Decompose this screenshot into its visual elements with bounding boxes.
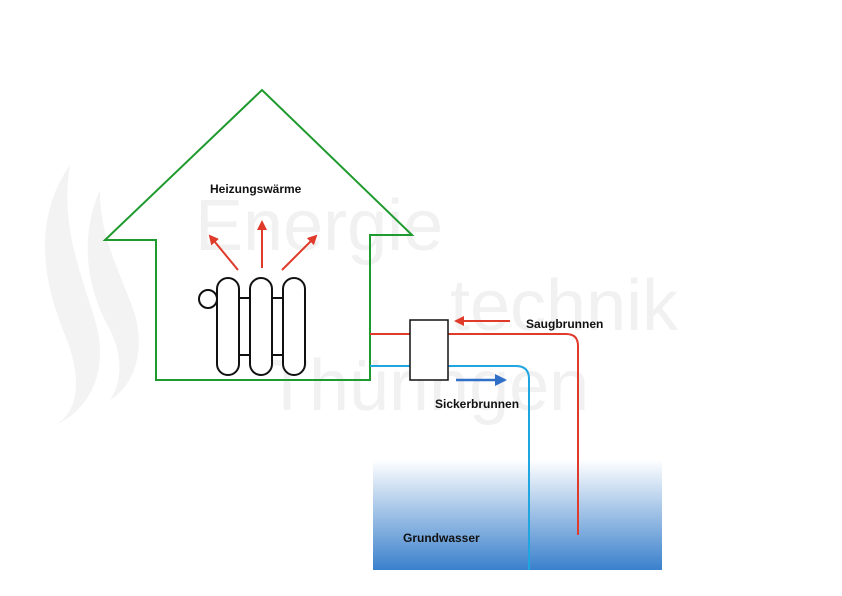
watermark-line-1: Energie <box>195 186 443 266</box>
watermark: Energie technik Thüringen <box>45 165 679 426</box>
watermark-flame-icon <box>45 165 101 425</box>
house-outline <box>102 88 415 381</box>
groundwater-area <box>373 460 662 570</box>
groundwater-label: Grundwasser <box>403 531 480 545</box>
seepage-well-label: Sickerbrunnen <box>435 397 519 411</box>
radiator-icon <box>198 277 306 376</box>
heat-arrow-icon-left <box>208 234 239 271</box>
heating-label: Heizungswärme <box>210 182 302 196</box>
warm-pipe-suction <box>370 333 579 535</box>
watermark-flame-icon-2 <box>87 190 139 400</box>
watermark-line-2: technik <box>450 266 679 346</box>
heat-pump-unit-icon <box>409 319 449 381</box>
heat-arrows <box>208 220 318 271</box>
cold-pipe-seepage <box>370 365 530 570</box>
suction-well-label: Saugbrunnen <box>526 317 603 331</box>
heat-arrow-icon-right <box>281 234 318 271</box>
